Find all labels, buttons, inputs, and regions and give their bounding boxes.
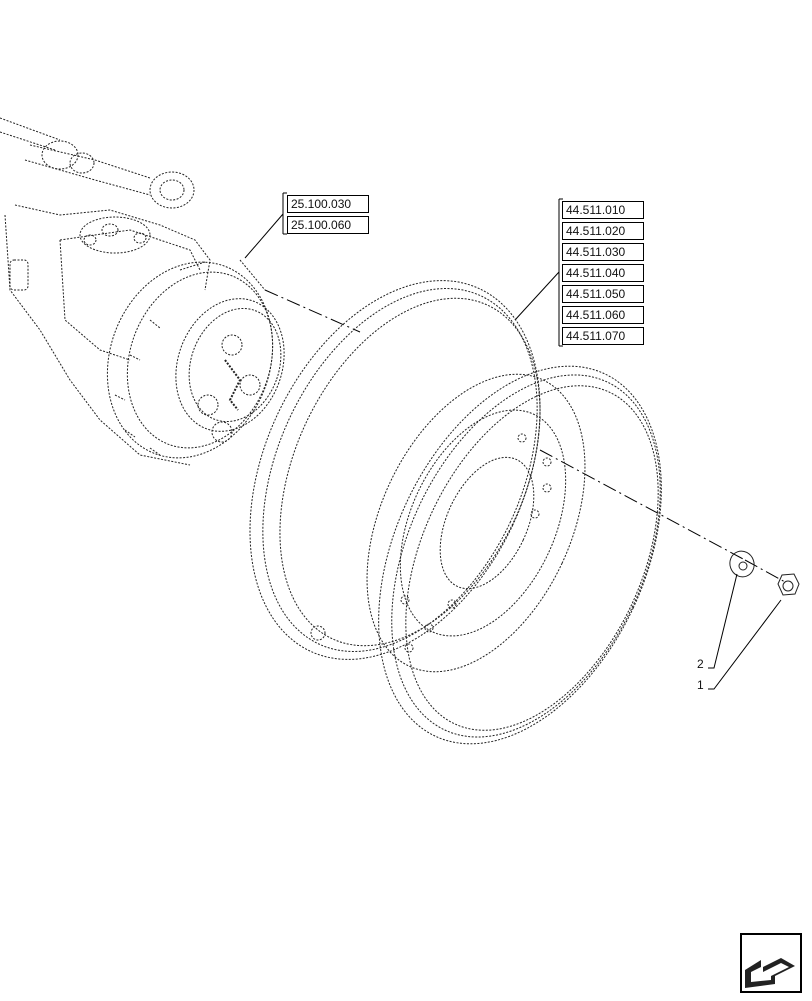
left-ref-bracket <box>244 192 287 259</box>
callout-nut-number: 1 <box>697 678 704 692</box>
assembly-reference-link[interactable]: 25.100.060 <box>287 216 369 234</box>
arrow-left-page-icon[interactable] <box>737 930 805 996</box>
washer-part <box>729 550 755 578</box>
wheel-reference-link[interactable]: 44.511.040 <box>562 264 644 282</box>
nut-part <box>777 573 800 596</box>
center-axis <box>264 289 786 583</box>
axle-hub-assembly <box>0 117 285 466</box>
wheel-reference-link[interactable]: 44.511.050 <box>562 285 644 303</box>
callout-washer-number: 2 <box>697 657 704 671</box>
wheel-reference-link[interactable]: 44.511.020 <box>562 222 644 240</box>
assembly-reference-link[interactable]: 25.100.030 <box>287 195 369 213</box>
callout-leaders <box>708 573 782 690</box>
right-ref-bracket <box>514 198 563 347</box>
wheel-reference-link[interactable]: 44.511.070 <box>562 327 644 345</box>
wheel-reference-link[interactable]: 44.511.010 <box>562 201 644 219</box>
wheel-reference-link[interactable]: 44.511.030 <box>562 243 644 261</box>
wheel-reference-link[interactable]: 44.511.060 <box>562 306 644 324</box>
wheel-rim <box>249 280 662 745</box>
assembly-reference-list: 25.100.030 25.100.060 <box>287 195 369 237</box>
wheel-reference-list: 44.511.010 44.511.020 44.511.030 44.511.… <box>562 201 644 348</box>
